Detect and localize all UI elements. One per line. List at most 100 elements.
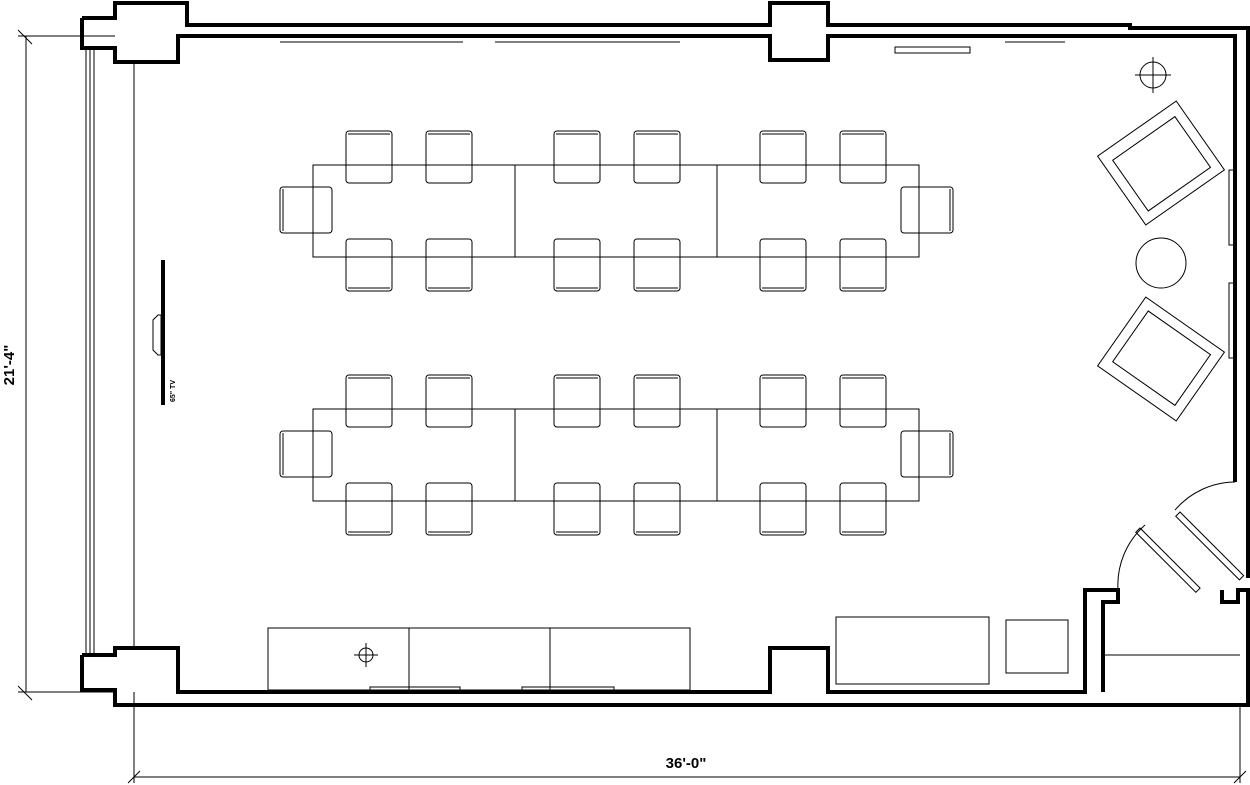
width-dimension-label: 36'-0" (666, 755, 707, 772)
chair[interactable] (425, 130, 473, 184)
chair[interactable] (759, 482, 807, 536)
chair-seat (900, 186, 954, 234)
door-leaf-2 (1135, 527, 1201, 594)
tv-label: 65" TV (170, 380, 177, 402)
armchair-upper-seat (1111, 115, 1212, 212)
chair[interactable] (553, 374, 601, 428)
end-chair[interactable] (279, 430, 333, 478)
upper-table-group (279, 130, 954, 292)
table-segment (716, 164, 920, 258)
chair[interactable] (425, 374, 473, 428)
right-window-2 (1228, 282, 1236, 359)
chair-seat (345, 238, 393, 292)
chair-seat (839, 238, 887, 292)
bottom-wall (82, 588, 1120, 694)
chair-seat (633, 238, 681, 292)
chair-seat (900, 430, 954, 478)
top-wall-inner (80, 18, 1237, 480)
chair-seat (759, 238, 807, 292)
chair[interactable] (839, 482, 887, 536)
ceiling-fixture-icon (1135, 57, 1171, 93)
chair[interactable] (759, 238, 807, 292)
table-segment (716, 408, 920, 502)
chair-seat (633, 482, 681, 536)
chair-seat (553, 130, 601, 184)
chair-seat (345, 374, 393, 428)
tv-screen (161, 260, 165, 405)
tv-stand-icon (152, 314, 162, 356)
chair-seat (839, 482, 887, 536)
armchair-upper-outer (1096, 100, 1226, 226)
armchair-lower-outer (1096, 296, 1226, 422)
chair-seat (425, 374, 473, 428)
bottom-sill-1 (369, 686, 461, 692)
chair-seat (425, 238, 473, 292)
chair-seat (345, 482, 393, 536)
chair-seat (633, 130, 681, 184)
chair[interactable] (633, 130, 681, 184)
lower-table-group (279, 374, 954, 536)
chair[interactable] (633, 374, 681, 428)
top-wall (82, 1, 1250, 578)
armchair-lower-seat (1111, 310, 1212, 407)
chair-seat (633, 374, 681, 428)
table-segment (514, 408, 718, 502)
service-cabinet (835, 616, 990, 685)
armchair-lower[interactable] (1096, 296, 1226, 422)
chair-seat (839, 130, 887, 184)
chair-seat (839, 374, 887, 428)
chair[interactable] (425, 238, 473, 292)
dimension-width: 36'-0" (127, 692, 1247, 784)
end-chair[interactable] (279, 186, 333, 234)
table-segment (312, 164, 516, 258)
chair-seat (759, 374, 807, 428)
chair-seat (553, 482, 601, 536)
chair[interactable] (759, 130, 807, 184)
chair[interactable] (345, 482, 393, 536)
chair-seat (425, 130, 473, 184)
chair[interactable] (345, 130, 393, 184)
chair[interactable] (839, 374, 887, 428)
conference-tables (279, 130, 954, 536)
credenza (267, 627, 691, 691)
chair[interactable] (759, 374, 807, 428)
walls (80, 1, 1250, 707)
chair[interactable] (345, 374, 393, 428)
door-swing-arc-1 (1174, 481, 1236, 511)
bottom-wall-outer (80, 588, 1250, 707)
chair-seat (553, 374, 601, 428)
chair[interactable] (553, 238, 601, 292)
chair[interactable] (633, 238, 681, 292)
chair-seat (759, 482, 807, 536)
tv: 65" TV (152, 260, 177, 405)
chair-seat (759, 130, 807, 184)
chair[interactable] (345, 238, 393, 292)
end-chair[interactable] (900, 186, 954, 234)
lounge (1096, 57, 1226, 422)
chair-seat (553, 238, 601, 292)
chair-seat (425, 482, 473, 536)
table-segment (312, 408, 516, 502)
chair[interactable] (633, 482, 681, 536)
right-window-1 (1228, 169, 1236, 246)
credenza-body (267, 627, 691, 691)
chair[interactable] (425, 482, 473, 536)
chair[interactable] (839, 130, 887, 184)
side-table (1135, 237, 1187, 289)
top-vent (894, 46, 971, 54)
chair[interactable] (839, 238, 887, 292)
chair[interactable] (553, 482, 601, 536)
chair-seat (279, 430, 333, 478)
service-unit (1005, 619, 1069, 674)
end-chair[interactable] (900, 430, 954, 478)
table-segment (514, 164, 718, 258)
chair-seat (345, 130, 393, 184)
armchair-upper[interactable] (1096, 100, 1226, 226)
door-swing-arc-2 (1117, 524, 1146, 591)
entry-door[interactable] (1117, 481, 1245, 594)
bottom-sill-2 (521, 686, 615, 692)
door-leaf-1 (1175, 511, 1245, 581)
dimension-height: 21'-4" (1, 29, 115, 701)
chair[interactable] (553, 130, 601, 184)
floor-outlet-icon (354, 643, 378, 667)
